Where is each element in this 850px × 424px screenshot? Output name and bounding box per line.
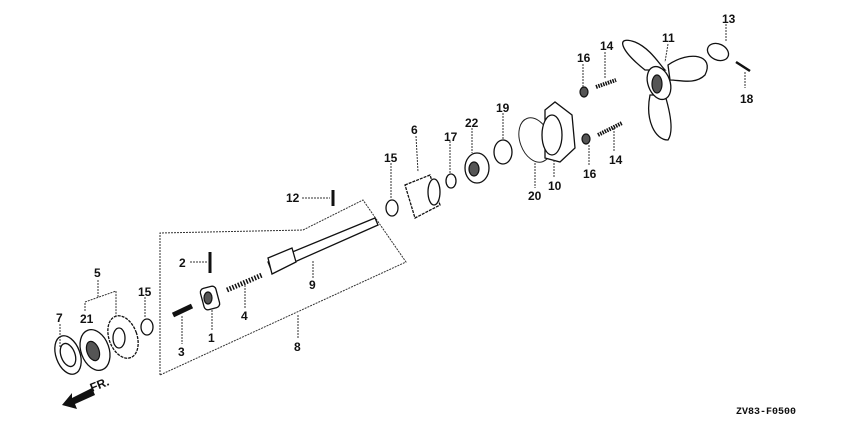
bearing-part-21 [79,329,111,371]
callout-1: 1 [208,331,215,345]
callout-8: 8 [294,340,301,354]
callout-18: 18 [740,92,754,106]
callout-17: 17 [444,130,458,144]
callout-4: 4 [241,309,248,323]
callout-20: 20 [528,189,542,203]
gear-part-5 [107,315,139,359]
pin-part-3 [171,303,194,318]
callout-15-left: 15 [138,285,152,299]
callout-11: 11 [662,31,675,45]
figure-code: ZV83-F0500 [736,407,796,418]
cap-part-13 [706,42,730,62]
front-direction-arrow: FR. [62,375,111,409]
nut-part-16-upper [579,86,589,98]
spring-part-4 [226,272,263,293]
assembly-bracket [159,199,407,376]
callout-13: 13 [722,12,736,26]
callout-14-lower: 14 [609,153,623,167]
callout-9: 9 [309,278,316,292]
washer-part-15-upper [385,199,399,217]
callout-14-upper: 14 [600,39,614,53]
washer-part-15 [140,318,154,336]
callout-3: 3 [178,345,185,359]
bearing-holder-part-10 [541,101,576,163]
nut-part-16-lower [581,133,591,145]
callout-10: 10 [548,179,562,193]
bolt-part-14-upper [595,78,617,89]
callout-2: 2 [179,256,186,270]
callout-21: 21 [80,312,94,326]
callout-16-lower: 16 [583,167,597,181]
bolt-part-14-lower [597,121,623,137]
callout-6: 6 [411,123,418,137]
cotter-pin-part-18 [735,60,751,73]
leader-lines [59,24,746,347]
washer-part-17 [445,173,457,189]
callout-22: 22 [465,116,479,130]
callout-16-upper: 16 [577,51,591,65]
callout-5: 5 [94,266,101,280]
bevel-gear-part-6 [404,174,441,219]
propeller-part-11 [622,39,708,141]
bearing-part-22 [464,152,490,184]
seal-part-19 [493,139,513,165]
shaft-part-9 [267,217,379,275]
callout-12: 12 [286,191,300,205]
callout-15-upper: 15 [384,151,398,165]
clutch-part-1 [199,285,221,311]
callout-7: 7 [56,311,63,325]
callout-19: 19 [496,101,510,115]
oil-seal-part-7 [54,335,82,375]
direction-label: FR. [88,375,111,395]
